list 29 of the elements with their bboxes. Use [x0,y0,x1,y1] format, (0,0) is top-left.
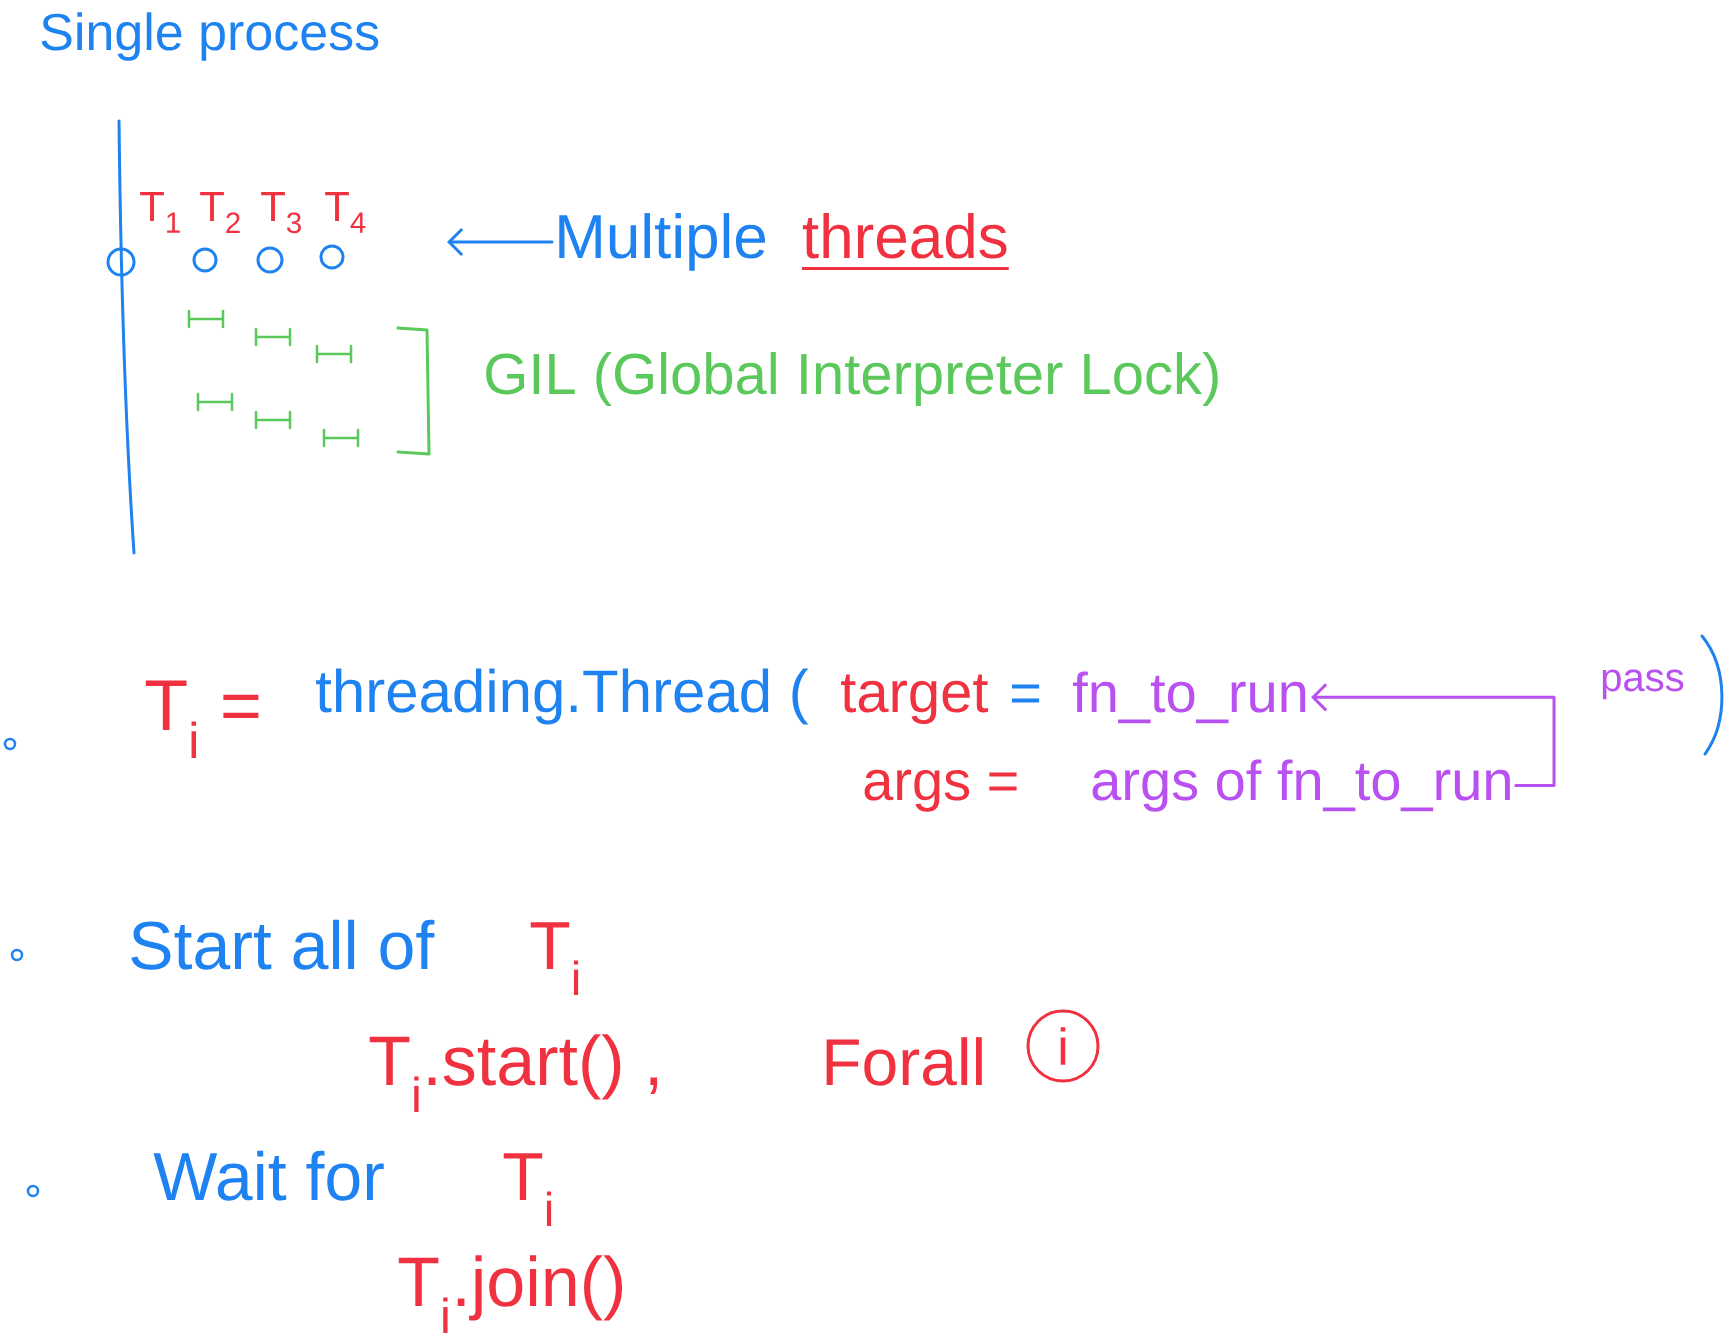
edge-label: pass [1598,667,1687,702]
bracket-arrow [1311,683,1556,788]
thread-label: T$_{3}$ [261,192,301,234]
circled-letter: i [1026,1009,1100,1083]
heading: Single process [41,12,379,61]
thread-dot [106,247,136,277]
code-text: args = [864,769,1017,812]
thread-label: T$_{4}$ [325,192,366,233]
thread-dot [256,246,284,274]
note-text: Forall [826,1037,982,1086]
code-text: T$_{i}$ [530,922,579,995]
note-text: Multiple threads [559,213,1009,271]
code-text: target [841,674,989,725]
code-text: fn_to_run [1073,671,1306,724]
note-text: Start all of [131,919,435,970]
note-text: Wait for [153,1150,384,1201]
code-text: = [1011,684,1040,703]
arrow [447,227,554,257]
thread-dot [319,244,345,270]
code-text: T$_{i}$ = [145,680,259,758]
code-text: threading.Thread ( [316,668,809,725]
code-text: T$_{i}$.start() , [369,1034,658,1112]
note-text: GIL (Global Interpreter Lock) [486,352,1218,407]
code-text: args of fn_to_run [1092,759,1510,812]
code-text: T$_{i}$ [503,1153,552,1226]
thread-label: T$_{2}$ [200,192,240,233]
code-text: T$_{i}$.join() [398,1255,622,1333]
thread-dot [192,247,218,273]
thread-label: T$_{1}$ [140,192,180,233]
